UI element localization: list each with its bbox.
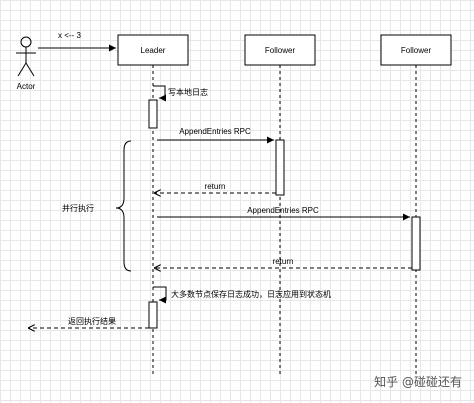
majority-label: 大多数节点保存日志成功，日志应用到状态机 [171,289,331,299]
majority-arrow [153,286,167,304]
actor-figure [16,36,36,77]
leader-activation-1 [148,99,158,129]
write-log-arrow [153,85,166,102]
follower1-label: Follower [265,46,296,55]
write-log-label: 写本地日志 [168,87,208,97]
follower1-activation [275,139,285,196]
return2-label: return [273,257,294,266]
init-message: x <-- 3 [58,31,81,40]
follower2-activation [411,216,421,271]
result-label: 返回执行结果 [68,316,116,326]
parallel-label: 并行执行 [62,203,94,213]
follower2-label: Follower [401,46,432,55]
follower1-box [244,34,316,66]
leader-label: Leader [141,46,166,55]
return1-label: return [205,182,226,191]
leader-box [117,34,189,66]
append2-label: AppendEntries RPC [247,206,319,215]
watermark: 知乎 @碰碰还有 [374,375,462,389]
actor-label: Actor [17,82,36,91]
follower2-box [380,34,452,66]
append1-label: AppendEntries RPC [179,127,251,136]
leader-activation-2 [148,301,158,329]
parallel-brace [115,140,132,272]
